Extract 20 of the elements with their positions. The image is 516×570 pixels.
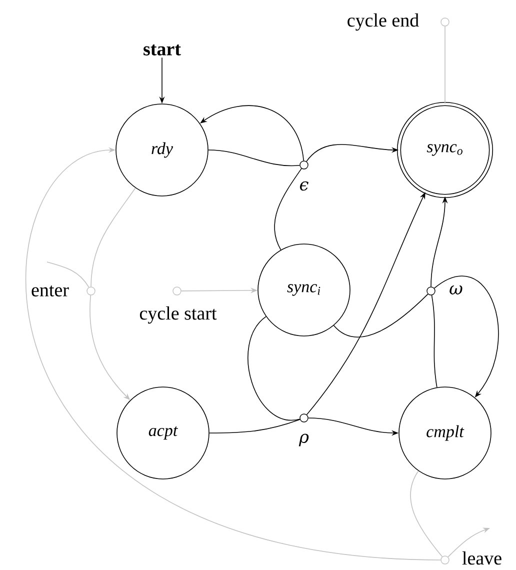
port-label: enter [32, 286, 69, 296]
junction-label: ϵ [300, 181, 308, 191]
connector-line [209, 419, 300, 434]
junction-label: ω [450, 286, 462, 294]
connector-line [410, 470, 443, 558]
start-label: start [144, 44, 181, 56]
connector-line [208, 150, 300, 166]
connector-line [46, 262, 90, 288]
connector-line [431, 294, 438, 388]
junction-label: ρ [298, 434, 309, 446]
arrow [26, 147, 442, 560]
connector-line [248, 316, 300, 421]
connector-line [333, 294, 428, 338]
connector-line [274, 168, 302, 250]
port-label: cycle end [348, 13, 419, 31]
port-label: cycle start [140, 306, 217, 324]
port-label: leave [462, 551, 502, 565]
arrow [434, 276, 499, 398]
connector-line [90, 188, 136, 288]
connector-line [444, 26, 446, 104]
